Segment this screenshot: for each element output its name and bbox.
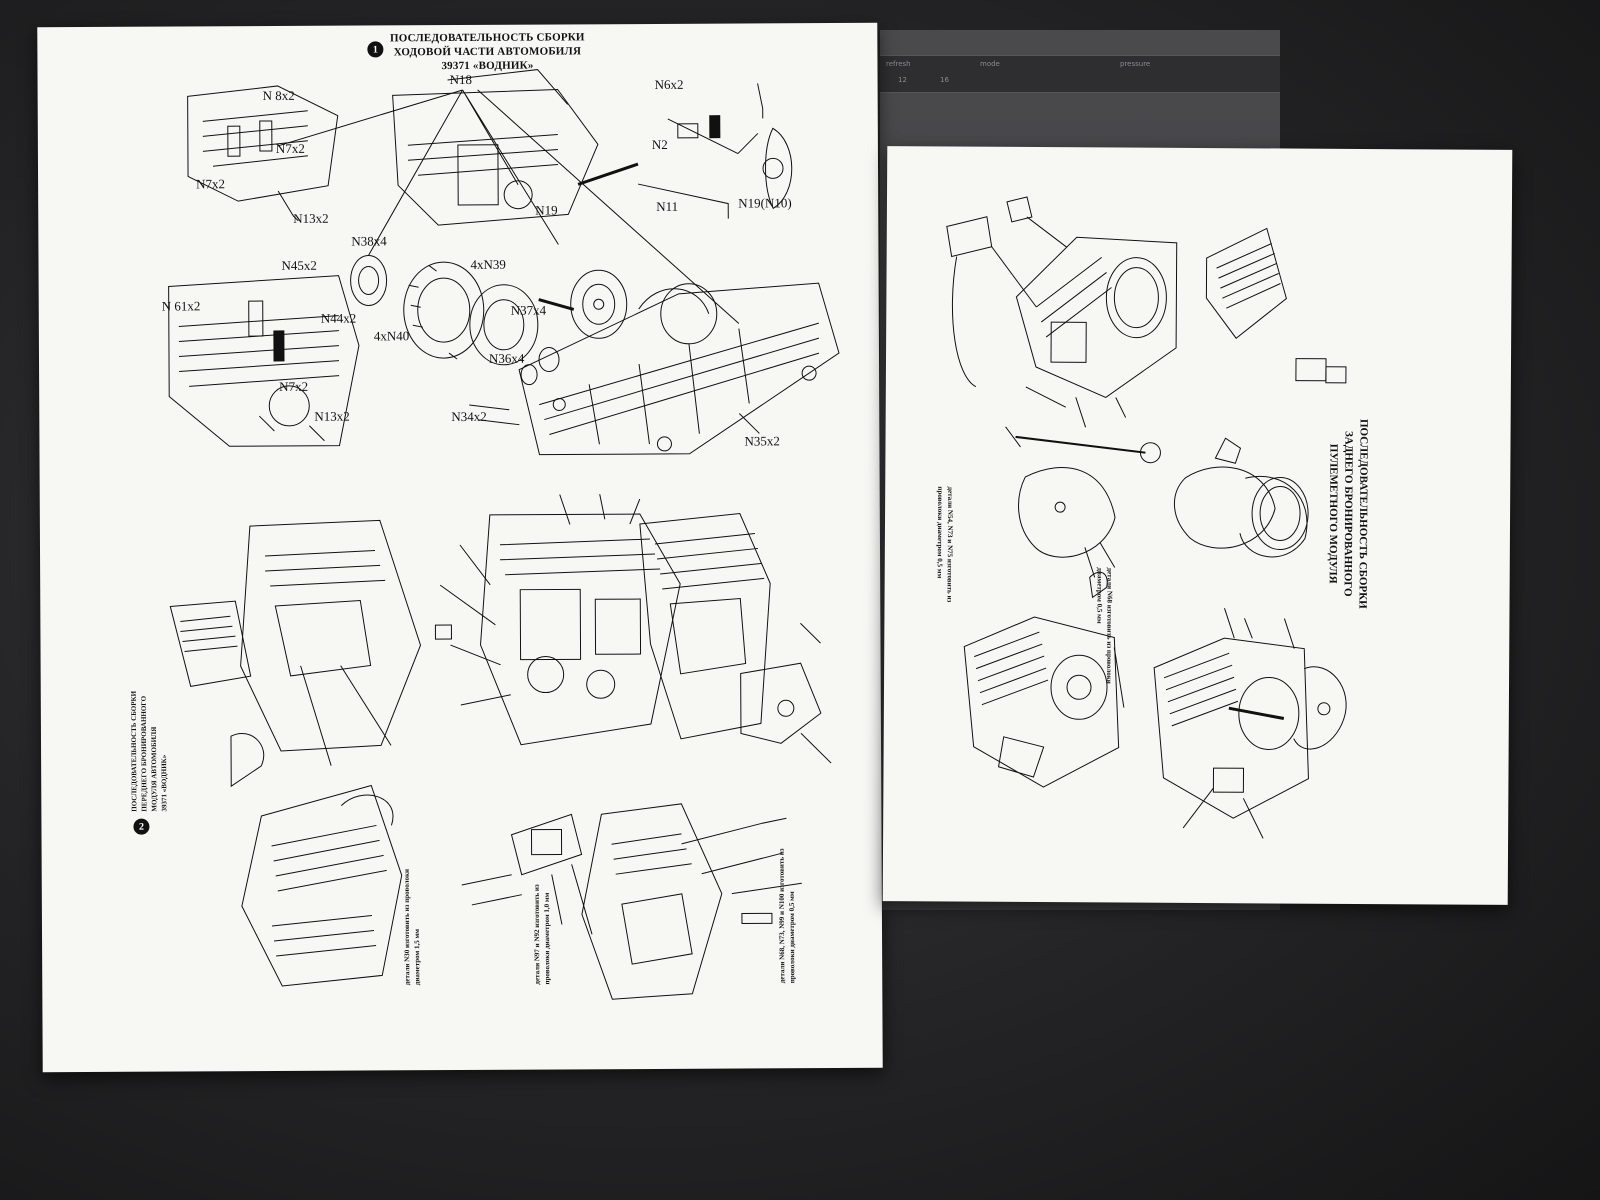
chassis-line-drawing: [37, 23, 882, 1072]
part-label: N7x2: [196, 176, 226, 192]
part-label: N36x4: [488, 350, 525, 366]
step2-title: ПОСЛЕДОВАТЕЛЬНОСТЬ СБОРКИ ПЕРЕДНЕГО БРОН…: [129, 691, 170, 812]
wire-note: детали N68, N73, N99 и N100 изготовить и…: [777, 848, 797, 984]
part-label: N7x2: [279, 378, 309, 394]
part-label: N2: [651, 136, 668, 152]
strip-text: 12: [898, 76, 907, 84]
part-label: N11: [656, 198, 679, 214]
part-label: N19: [535, 202, 558, 218]
strip-text: refresh: [886, 60, 911, 68]
machinegun-module-drawing: [883, 146, 1513, 905]
wire-note: детали N68 изготовить из проволоки диаме…: [1095, 567, 1114, 684]
part-label: N7x2: [275, 140, 305, 156]
part-label: 4xN40: [373, 328, 410, 344]
part-label: N34x2: [451, 408, 487, 425]
left-instruction-sheet: 1 ПОСЛЕДОВАТЕЛЬНОСТЬ СБОРКИ ХОДОВОЙ ЧАСТ…: [37, 22, 883, 1073]
part-label: N6x2: [654, 76, 684, 92]
title-line: ПОСЛЕДОВАТЕЛЬНОСТЬ СБОРКИ: [129, 690, 139, 812]
part-label: N19(N10): [738, 195, 792, 211]
part-label: N 8x2: [262, 87, 295, 104]
sheet-title: ПОСЛЕДОВАТЕЛЬНОСТЬ СБОРКИ ЗАДНЕГО БРОНИР…: [1324, 419, 1370, 609]
title-line: МОДУЛЯ АВТОМОБИЛЯ: [149, 726, 159, 812]
right-instruction-sheet: ПОСЛЕДОВАТЕЛЬНОСТЬ СБОРКИ ЗАДНЕГО БРОНИР…: [882, 146, 1513, 905]
title-line: ПУЛЕМЕТНОГО МОДУЛЯ: [1326, 443, 1340, 584]
part-label: N37x4: [510, 302, 547, 318]
title-line: ЗАДНЕГО БРОНИРОВАННОГО: [1341, 430, 1355, 597]
part-label: N13x2: [293, 210, 329, 226]
title-line: ПЕРЕДНЕГО БРОНИРОВАННОГО: [139, 695, 149, 812]
title-line: ПОСЛЕДОВАТЕЛЬНОСТЬ СБОРКИ: [1356, 418, 1370, 609]
wire-note: детали N54, N73 и N75 изготовить из пров…: [935, 486, 955, 603]
part-label: N35x2: [744, 433, 780, 449]
strip-text: pressure: [1120, 60, 1151, 68]
part-label: N13x2: [314, 408, 350, 424]
wire-note: детали N97 и N92 изготовить из проволоки…: [532, 884, 552, 985]
part-label: N44x2: [320, 310, 357, 326]
part-label: N38x4: [351, 233, 387, 249]
strip-text: 16: [940, 76, 949, 84]
part-label: N45x2: [281, 257, 317, 273]
background-control-strip: refresh mode pressure 12 16: [880, 55, 1280, 93]
part-label: N18: [449, 71, 472, 88]
step-badge-2: 2: [133, 818, 150, 835]
title-line: 39371 «ВОДНИК»: [160, 754, 169, 812]
part-label: 4xN39: [470, 256, 506, 272]
part-label: N 61x2: [161, 298, 201, 314]
strip-text: mode: [980, 60, 1000, 68]
wire-note: детали N30 изготовить из проволоки диаме…: [402, 868, 422, 986]
